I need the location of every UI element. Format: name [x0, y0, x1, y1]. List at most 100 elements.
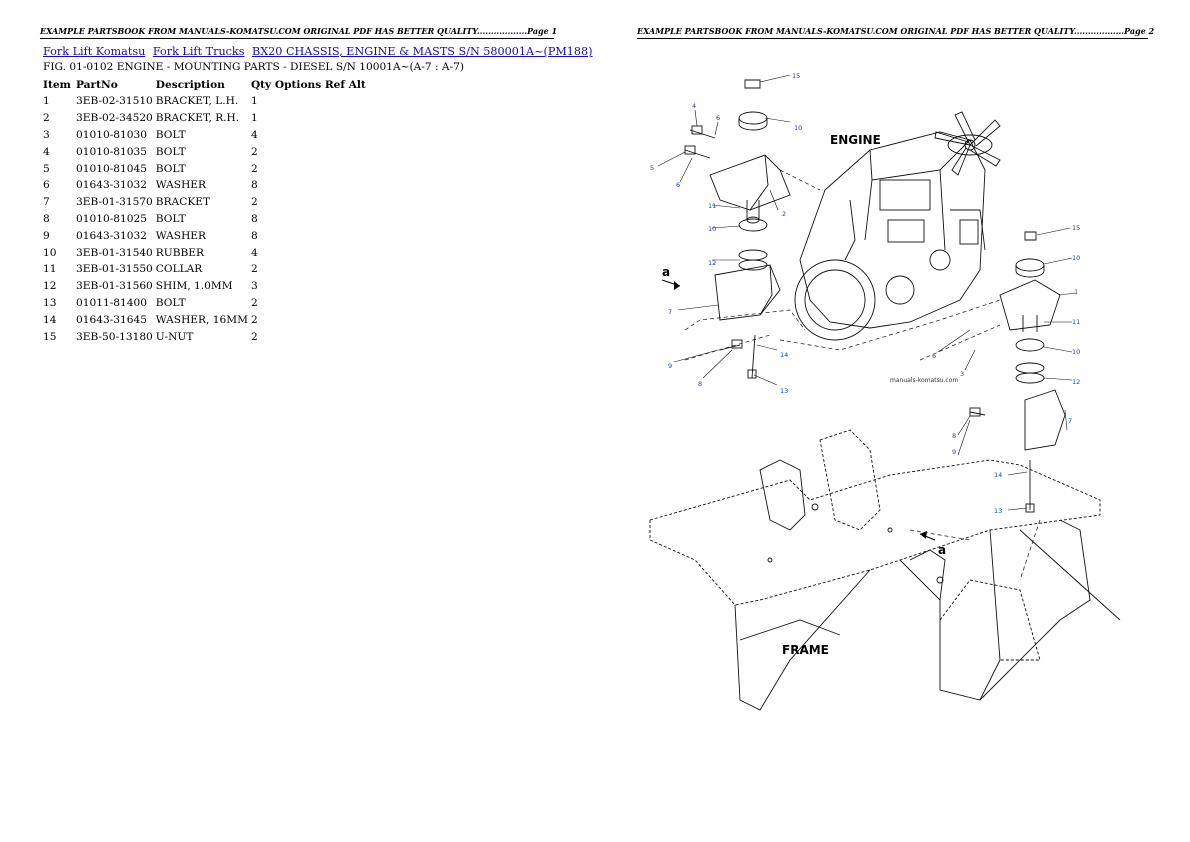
callout-8: 8 [698, 380, 702, 388]
callout-8: 8 [952, 432, 956, 440]
cell-item: 12 [43, 280, 57, 293]
cell-description: WASHER [155, 229, 207, 242]
cell-partno: 01010-81025 [76, 212, 147, 225]
callout-9: 9 [952, 448, 956, 456]
callout-6: 6 [932, 352, 936, 360]
cell-qty: 8 [250, 179, 258, 192]
callout-15: 15 [792, 72, 800, 80]
callout-15: 15 [1072, 224, 1080, 232]
parts-table: Item PartNo Description Qty Options Ref … [43, 76, 369, 345]
cell-description: BOLT [155, 212, 186, 225]
callout-labels: 15 10 4 6 5 6 11 2 10 12 7 9 8 14 13 15 … [650, 72, 1080, 515]
page-2: EXAMPLE PARTSBOOK FROM MANUALS-KOMATSU.C… [595, 0, 1190, 842]
table-row: 8 01010-81025 BOLT 8 [43, 211, 369, 228]
cell-qty: 2 [250, 162, 258, 175]
cell-partno: 01010-81035 [76, 145, 147, 158]
page-1: EXAMPLE PARTSBOOK FROM MANUALS-KOMATSU.C… [40, 26, 597, 345]
engine-mounting-diagram: a a ENGINE FRAME manuals-komatsu.com 15 … [649, 72, 1121, 711]
callout-14: 14 [994, 471, 1002, 479]
table-row: 3 01010-81030 BOLT 4 [43, 127, 369, 144]
cell-partno: 3EB-02-34520 [76, 112, 153, 125]
figure-title: FIG. 01-0102 ENGINE - MOUNTING PARTS - D… [43, 61, 465, 73]
engine-label: ENGINE [830, 133, 881, 147]
cell-item: 2 [43, 112, 50, 125]
leader-lines [657, 74, 1076, 511]
cell-partno: 3EB-50-13180 [76, 330, 153, 343]
guide-lines [684, 169, 1041, 581]
left-mount-assembly [684, 79, 791, 379]
callout-11: 11 [1072, 318, 1080, 326]
cell-description: BRACKET [155, 196, 211, 209]
breadcrumb-fork-lift-komatsu[interactable]: Fork Lift Komatsu [43, 45, 146, 58]
cell-qty: 4 [250, 128, 258, 141]
breadcrumb-bx20-chassis[interactable]: BX20 CHASSIS, ENGINE & MASTS S/N 580001A… [252, 45, 593, 58]
frame-label: FRAME [782, 643, 829, 657]
callout-14: 14 [780, 351, 788, 359]
callout-4: 4 [692, 102, 696, 110]
view-marks: a a [661, 265, 946, 557]
cell-description: BOLT [155, 162, 186, 175]
cell-qty: 2 [250, 296, 258, 309]
cell-item: 3 [43, 128, 50, 141]
cell-partno: 01011-81400 [76, 296, 147, 309]
cell-description: U-NUT [155, 330, 194, 343]
cell-qty: 3 [250, 280, 258, 293]
cell-description: COLLAR [155, 263, 203, 276]
cell-qty: 8 [250, 212, 258, 225]
cell-description: BOLT [155, 128, 186, 141]
page-banner: EXAMPLE PARTSBOOK FROM MANUALS-KOMATSU.C… [637, 26, 1154, 39]
callout-12: 12 [708, 259, 716, 267]
callout-10: 10 [794, 124, 802, 132]
callout-2: 2 [782, 210, 786, 218]
right-mount-assembly [969, 231, 1066, 513]
header-qty-options-ref-alt: Qty Options Ref Alt [250, 78, 366, 91]
cell-description: SHIM, 1.0MM [155, 280, 233, 293]
cell-partno: 3EB-01-31570 [76, 196, 153, 209]
cell-description: BOLT [155, 145, 186, 158]
engine-illustration [794, 111, 1001, 341]
cell-qty: 1 [250, 95, 258, 108]
callout-5: 5 [650, 164, 654, 172]
callout-12: 12 [1072, 378, 1080, 386]
callout-9: 9 [668, 362, 672, 370]
cell-partno: 3EB-01-31540 [76, 246, 153, 259]
header-partno: PartNo [76, 78, 118, 91]
header-item: Item [43, 78, 71, 91]
callout-10: 10 [1072, 348, 1080, 356]
callout-13: 13 [780, 387, 788, 395]
cell-qty: 2 [250, 263, 258, 276]
callout-11: 11 [708, 202, 716, 210]
cell-item: 1 [43, 95, 50, 108]
view-mark-a-right: a [938, 543, 946, 557]
callout-10: 10 [708, 225, 716, 233]
cell-item: 6 [43, 179, 50, 192]
callout-6: 6 [676, 181, 680, 189]
callout-13: 13 [994, 507, 1002, 515]
cell-item: 10 [43, 246, 57, 259]
view-mark-a-left: a [662, 265, 670, 279]
cell-partno: 01643-31645 [76, 313, 147, 326]
breadcrumb-fork-lift-trucks[interactable]: Fork Lift Trucks [152, 45, 245, 58]
cell-item: 8 [43, 212, 50, 225]
callout-6: 6 [716, 114, 720, 122]
cell-partno: 01643-31032 [76, 229, 147, 242]
callout-10: 10 [1072, 254, 1080, 262]
cell-item: 7 [43, 196, 50, 209]
cell-item: 14 [43, 313, 57, 326]
callout-7: 7 [1068, 417, 1072, 425]
breadcrumb: Fork Lift Komatsu Fork Lift Trucks BX20 … [43, 45, 597, 58]
cell-partno: 01010-81030 [76, 128, 147, 141]
cell-partno: 3EB-02-31510 [76, 95, 153, 108]
frame-illustration [649, 429, 1121, 711]
cell-description: BRACKET, R.H. [155, 112, 240, 125]
